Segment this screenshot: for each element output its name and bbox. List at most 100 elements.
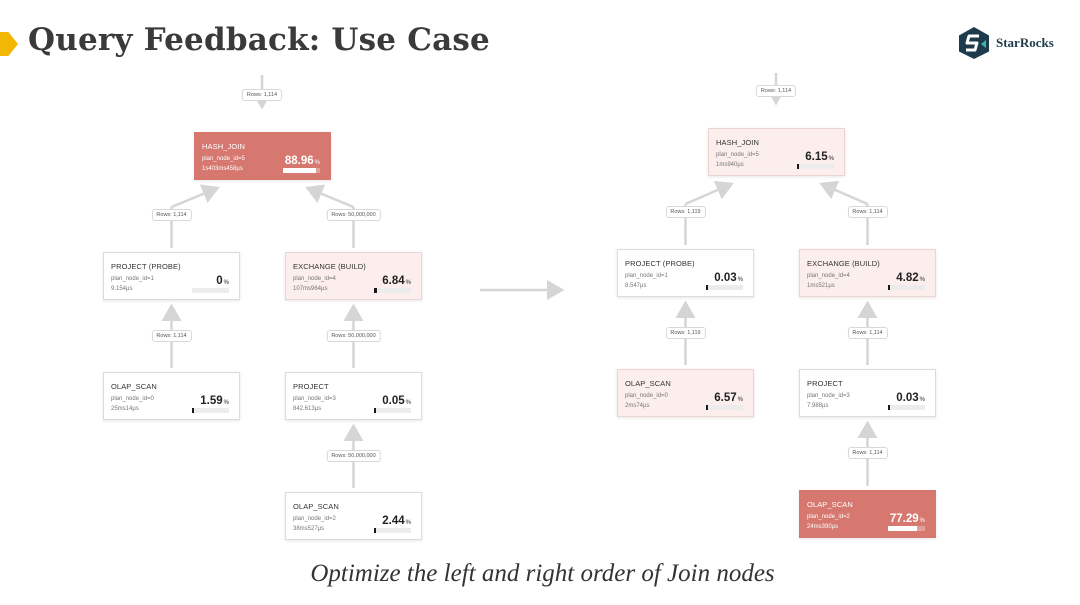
edge-1-arrow — [685, 180, 734, 206]
node-title: HASH_JOIN — [716, 138, 759, 147]
node-percent-value: 1.59 — [200, 395, 223, 407]
rows-label-1: Rows: 1,114 — [151, 209, 192, 221]
plan-node-hash-join[interactable]: HASH_JOIN plan_node_id=5 1ms940µs 6.15% — [708, 128, 845, 176]
rows-label-5: Rows: 50,000,000 — [326, 450, 381, 462]
node-percent-value: 6.57 — [714, 392, 737, 404]
node-progress-bar — [888, 285, 925, 290]
logo: StarRocks — [958, 26, 1054, 60]
node-percent: 0.03% — [896, 392, 925, 404]
node-progress-fill — [706, 405, 709, 410]
node-progress-bar — [192, 288, 229, 293]
node-percent: 88.96% — [285, 155, 320, 167]
node-percent-value: 88.96 — [284, 155, 314, 167]
node-title: OLAP_SCAN — [625, 379, 671, 388]
node-progress-fill — [888, 405, 890, 410]
node-percent-unit: % — [223, 280, 229, 286]
rows-label-3: Rows: 1,119 — [665, 327, 706, 339]
node-title: PROJECT (PROBE) — [625, 259, 695, 268]
node-percent-unit: % — [405, 520, 411, 526]
node-percent: 1.59% — [200, 395, 229, 407]
node-percent-value: 0.03 — [714, 272, 737, 284]
rows-label-1: Rows: 1,119 — [665, 206, 706, 218]
node-time: 25ms14µs — [111, 406, 139, 412]
node-percent: 0.05% — [382, 395, 411, 407]
edge-1-arrow — [171, 184, 220, 209]
node-percent: 2.44% — [382, 515, 411, 527]
node-title: PROJECT — [293, 382, 329, 391]
node-id: plan_node_id=2 — [293, 516, 336, 522]
node-progress-fill — [192, 408, 194, 413]
node-id: plan_node_id=5 — [716, 152, 759, 158]
node-percent-unit: % — [737, 397, 743, 403]
node-time: 8.547µs — [625, 283, 647, 289]
node-progress-fill — [374, 408, 376, 413]
node-percent-unit: % — [919, 397, 925, 403]
node-progress-fill — [374, 288, 377, 293]
node-percent: 0% — [216, 275, 229, 287]
node-percent-value: 0.03 — [896, 392, 919, 404]
node-percent-unit: % — [223, 400, 229, 406]
node-percent-value: 4.82 — [896, 272, 919, 284]
node-progress-fill — [888, 526, 917, 531]
edge-2-arrow — [305, 184, 354, 209]
node-percent-unit: % — [919, 277, 925, 283]
plan-node-project[interactable]: PROJECT plan_node_id=3 7.988µs 0.03% — [799, 369, 936, 417]
rows-label-4: Rows: 1,114 — [847, 327, 888, 339]
node-progress-bar — [374, 288, 411, 293]
node-percent-unit: % — [737, 277, 743, 283]
plan-node-project-probe[interactable]: PROJECT (PROBE) plan_node_id=1 9.154µs 0% — [103, 252, 240, 300]
node-title: EXCHANGE (BUILD) — [807, 259, 880, 268]
node-progress-fill — [797, 164, 800, 169]
node-title: PROJECT (PROBE) — [111, 262, 181, 271]
node-percent-value: 6.15 — [805, 151, 828, 163]
node-id: plan_node_id=0 — [625, 393, 668, 399]
node-percent-unit: % — [314, 160, 320, 166]
node-time: 1ms940µs — [716, 162, 744, 168]
node-time: 1ms521µs — [807, 283, 835, 289]
node-progress-bar — [706, 405, 743, 410]
node-id: plan_node_id=1 — [111, 276, 154, 282]
node-percent-value: 0 — [216, 275, 223, 287]
node-title: OLAP_SCAN — [807, 500, 853, 509]
node-time: 7.988µs — [807, 403, 829, 409]
node-title: PROJECT — [807, 379, 843, 388]
node-progress-fill — [706, 285, 708, 290]
node-percent-unit: % — [919, 518, 925, 524]
node-percent: 77.29% — [890, 513, 925, 525]
node-percent: 0.03% — [714, 272, 743, 284]
rows-label-2: Rows: 1,114 — [847, 206, 888, 218]
node-id: plan_node_id=3 — [293, 396, 336, 402]
node-percent-value: 6.84 — [382, 275, 405, 287]
node-percent-value: 0.05 — [382, 395, 405, 407]
node-progress-fill — [374, 528, 376, 533]
node-progress-fill — [283, 168, 316, 173]
node-percent: 4.82% — [896, 272, 925, 284]
node-title: HASH_JOIN — [202, 142, 245, 151]
logo-text: StarRocks — [996, 35, 1054, 50]
node-progress-fill — [888, 285, 890, 290]
rows-label-output: Rows: 1,114 — [241, 89, 283, 101]
rows-label-4: Rows: 50,000,000 — [326, 330, 381, 342]
edge-2-arrow — [819, 180, 868, 206]
rows-label-output: Rows: 1,114 — [755, 85, 797, 97]
node-id: plan_node_id=5 — [202, 156, 245, 162]
rows-label-5: Rows: 1,114 — [847, 447, 888, 459]
node-percent: 6.15% — [805, 151, 834, 163]
node-time: 9.154µs — [111, 286, 133, 292]
node-progress-bar — [374, 408, 411, 413]
node-percent-value: 77.29 — [889, 513, 919, 525]
node-percent-unit: % — [828, 156, 834, 162]
node-percent: 6.57% — [714, 392, 743, 404]
node-id: plan_node_id=3 — [807, 393, 850, 399]
